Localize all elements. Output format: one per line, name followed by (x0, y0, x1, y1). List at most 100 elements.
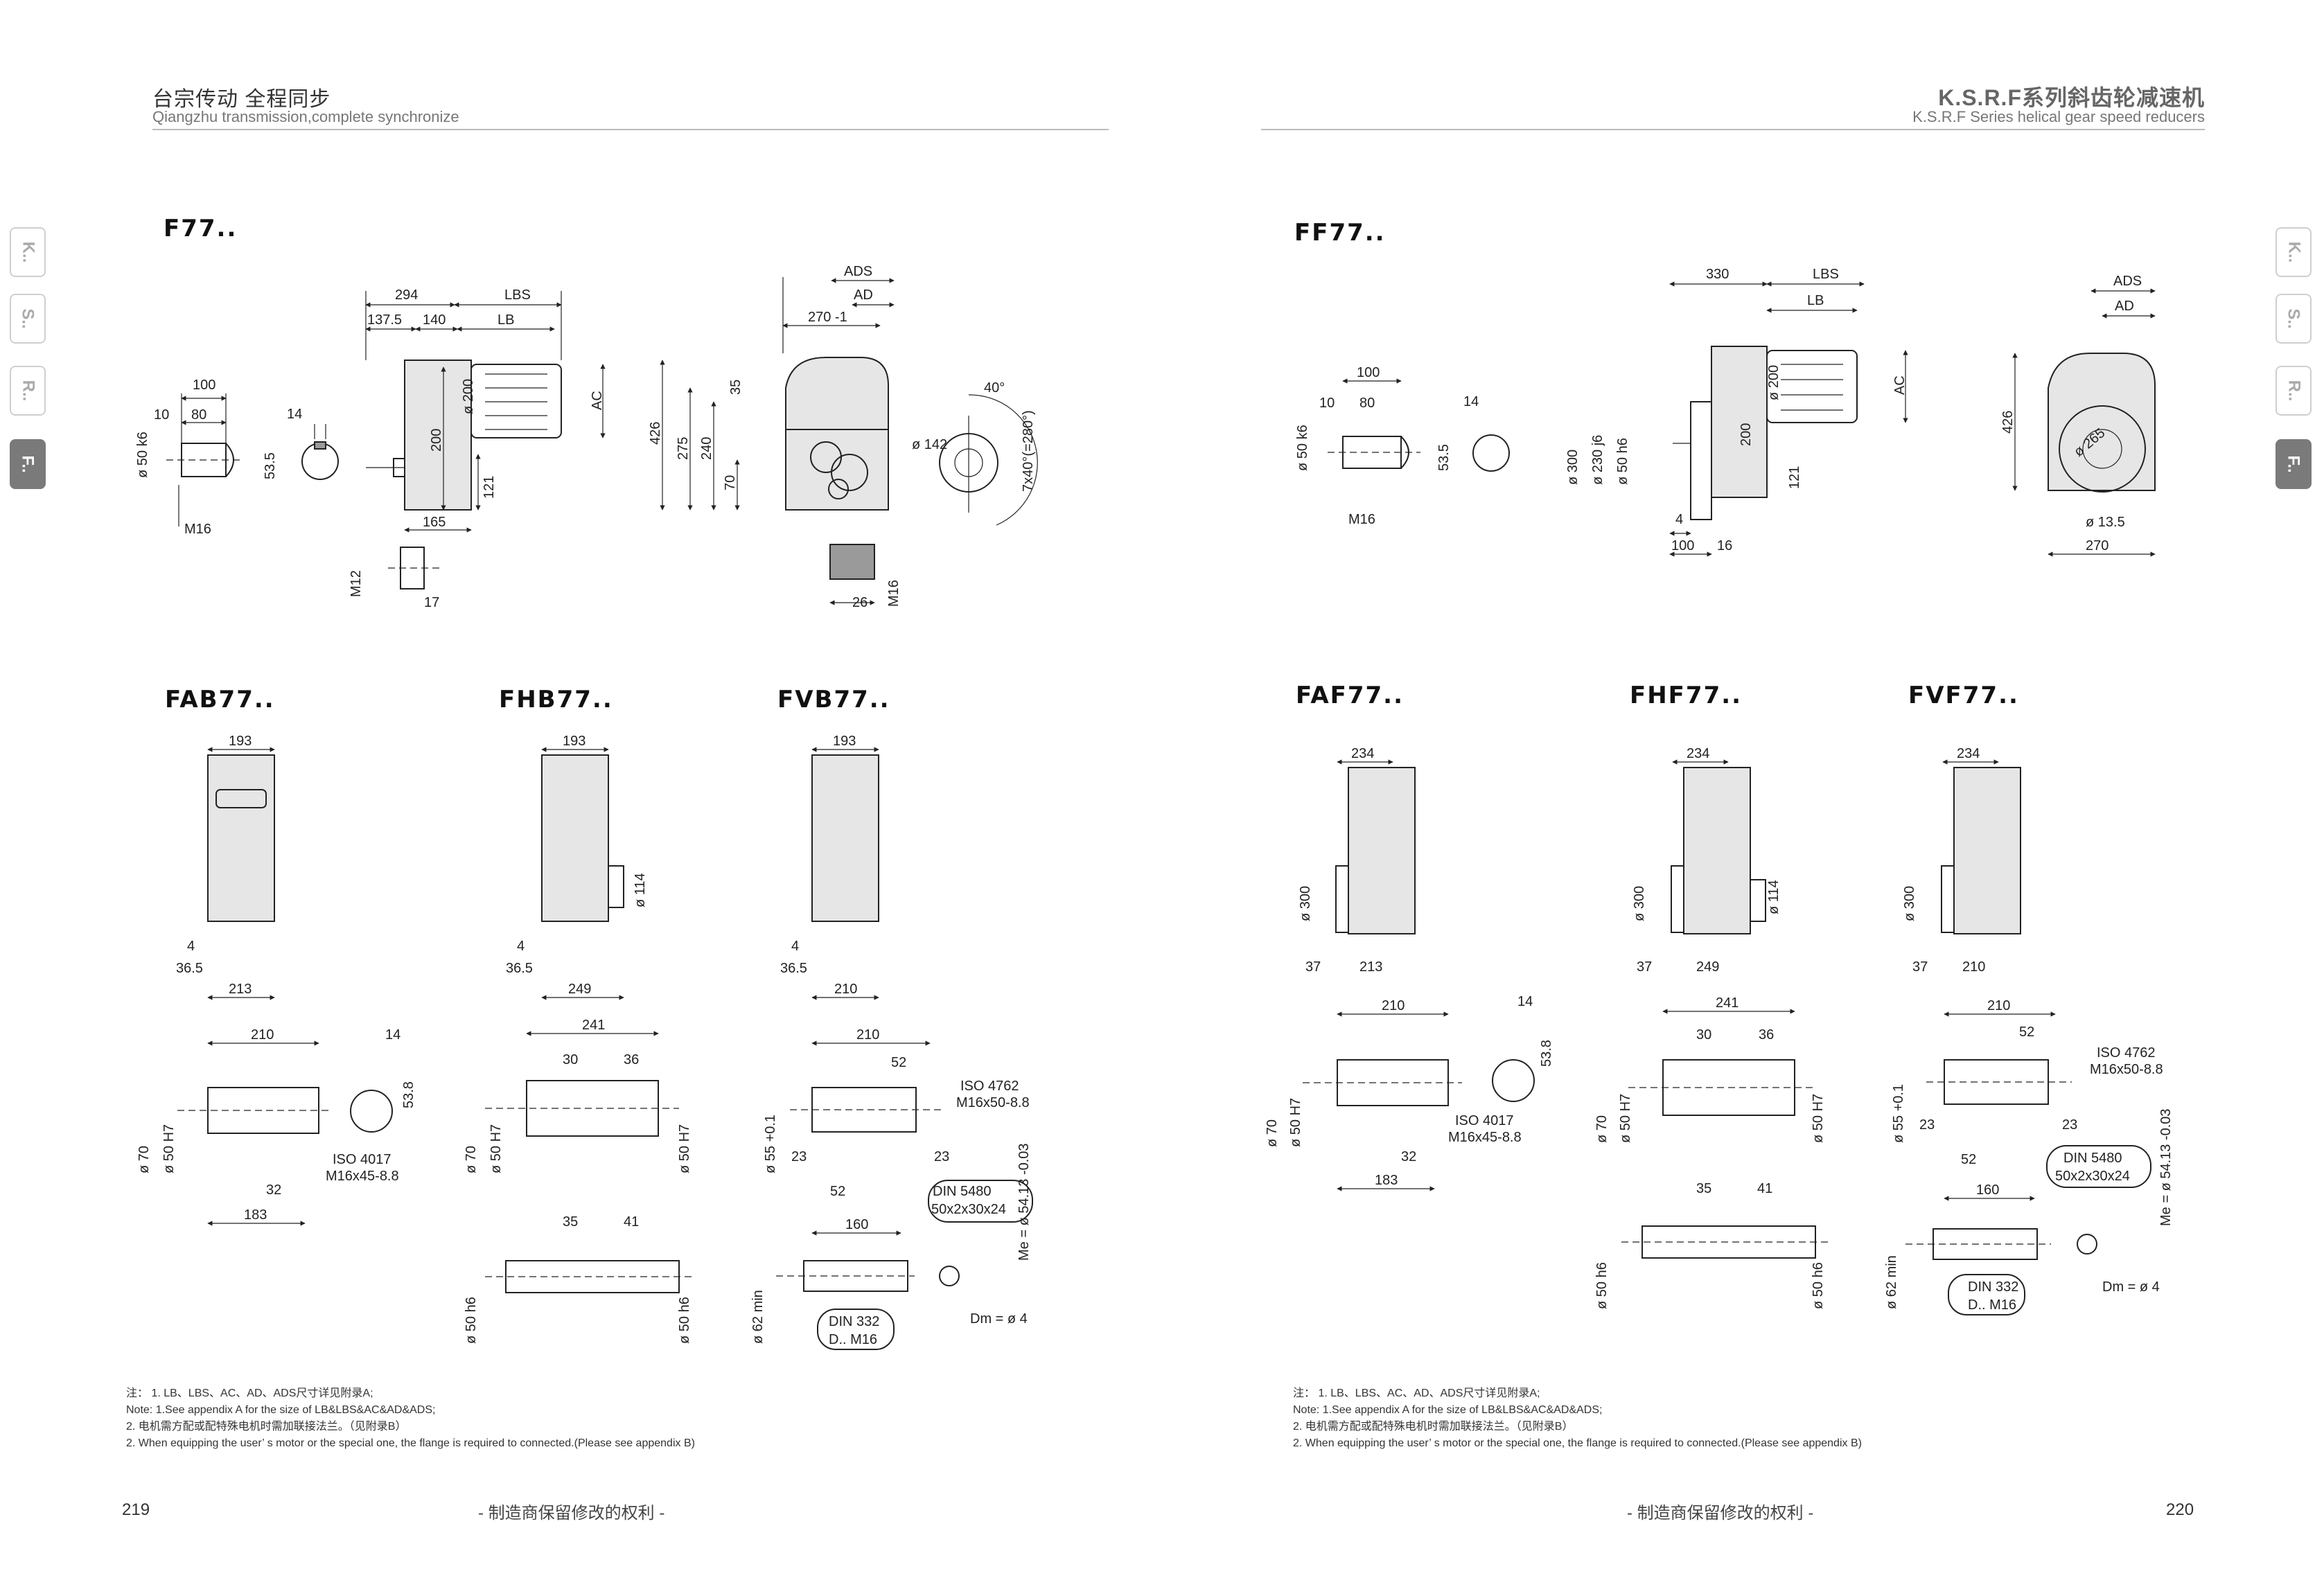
side-tab-r-left[interactable]: R.. (10, 366, 46, 416)
dim-40: 40° (984, 380, 1005, 396)
header-rule-right (1261, 129, 2205, 130)
dim-fvf-dm: Dm = ø 4 (2102, 1279, 2160, 1295)
din5480-label: DIN 5480 (933, 1184, 992, 1199)
dim-faf-14: 14 (1517, 994, 1533, 1009)
dim-fvf-37: 37 (1912, 959, 1928, 975)
dim-240: 240 (699, 437, 714, 460)
side-tab-k-left[interactable]: K.. (10, 227, 46, 277)
dim-330: 330 (1706, 267, 1729, 282)
dim-fab-36-5: 36.5 (176, 961, 203, 976)
din5480-label-fvf: DIN 5480 (2063, 1151, 2122, 1166)
dim-fhb-35: 35 (563, 1214, 578, 1230)
dim-53-5: 53.5 (263, 452, 278, 479)
dim-fhb-50h6b: ø 50 h6 (677, 1297, 692, 1344)
dim-fab-70: ø 70 (137, 1146, 152, 1173)
din5480-size: 50x2x30x24 (931, 1202, 1006, 1217)
side-tab-f-right[interactable]: F.. (2275, 439, 2312, 489)
fvb77-hollow-shaft: 210 52 ISO 4762 M16x50-8.8 ø 55 +0.1 23 … (750, 1027, 1033, 1350)
dim-ff-ad: AD (2115, 299, 2134, 314)
dim-lbs: LBS (504, 287, 531, 303)
dim-ff-121: 121 (1787, 466, 1802, 489)
f77-shaft-detail: 100 10 80 ø 50 k6 M16 14 53.5 (135, 378, 339, 537)
dim-fhb-193: 193 (563, 734, 586, 749)
dim-fhb-30: 30 (563, 1052, 578, 1067)
fab77-hollow-shaft: 210 14 53.8 ø 70 ø 50 H7 32 183 ISO 4017… (137, 1027, 416, 1226)
dim-fhb-36: 36 (624, 1052, 639, 1067)
f77-flange-view: ø 142 40° 7x40°(=280°) (912, 380, 1038, 526)
dim-ff-100: 100 (1357, 365, 1380, 380)
note-line-2: Note: 1.See appendix A for the size of L… (126, 1404, 436, 1416)
dim-ff-270: 270 (2086, 538, 2109, 553)
dim-100: 100 (193, 378, 215, 393)
dim-fab-213: 213 (229, 982, 252, 997)
dim-ff-ads: ADS (2113, 274, 2142, 289)
note-line-1-right: 注： 1. LB、LBS、AC、AD、ADS尺寸详见附录A; (1293, 1387, 1540, 1399)
f77-key-details: M12 17 26 M16 (349, 544, 901, 610)
ff77-front-view: ADS AD 426 ø 265 ø 13.5 270 (2000, 274, 2156, 557)
dim-faf-50H7: ø 50 H7 (1288, 1098, 1303, 1147)
dim-fvf-52: 52 (2019, 1025, 2034, 1040)
dim-ff-200phi: ø 200 (1766, 365, 1781, 400)
side-tab-s-right[interactable]: S.. (2275, 294, 2312, 344)
note-line-4: 2. When equipping the user’ s motor or t… (126, 1437, 695, 1449)
dim-fhf-35: 35 (1696, 1181, 1711, 1196)
din332-size: D.. M16 (829, 1332, 877, 1347)
dim-ff-100b: 100 (1671, 538, 1694, 553)
dim-17: 17 (424, 595, 439, 610)
fvf77-hollow-shaft: 210 52 ISO 4762 M16x50-8.8 ø 55 +0.1 23 … (1884, 998, 2174, 1315)
dim-fvb-36-5: 36.5 (780, 961, 807, 976)
note-line-2-right: Note: 1.See appendix A for the size of L… (1293, 1404, 1603, 1416)
fab77-unit: 193 4 36.5 213 (176, 734, 275, 1000)
dim-m12: M12 (349, 570, 364, 597)
note-line-3: 2. 电机需方配或配特殊电机时需加联接法兰。（见附录B） (126, 1421, 407, 1433)
dim-ff-230: ø 230 j6 (1590, 435, 1605, 485)
side-tab-k-right[interactable]: K.. (2275, 227, 2312, 277)
dim-ads: ADS (844, 264, 872, 279)
iso4017-size: M16x45-8.8 (326, 1169, 399, 1184)
dim-fhb-50H7b: ø 50 H7 (677, 1124, 692, 1173)
dim-fhf-300: ø 300 (1632, 886, 1647, 921)
footer-rights-right: - 制造商保留修改的权利 - (1627, 1504, 1814, 1523)
dim-fhb-241: 241 (582, 1018, 605, 1033)
dim-faf-300: ø 300 (1298, 886, 1313, 921)
dim-fvb-me: Me = ø 54.13 -0.03 (1016, 1143, 1032, 1261)
iso4017-label: ISO 4017 (333, 1152, 391, 1167)
note-line-3-right: 2. 电机需方配或配特殊电机时需加联接法兰。（见附录B） (1293, 1421, 1574, 1433)
page-number-left: 219 (122, 1500, 150, 1519)
fvf77-unit: 234 ø 300 37 210 (1902, 746, 2021, 975)
dim-fhb-50H7: ø 50 H7 (488, 1124, 504, 1173)
dim-fhf-70: ø 70 (1594, 1115, 1610, 1143)
dim-ff-ac: AC (1892, 375, 1908, 395)
dim-200phi: ø 200 (461, 379, 476, 414)
dim-fhb-36-5: 36.5 (506, 961, 533, 976)
dim-142: ø 142 (912, 437, 947, 452)
dim-faf-210: 210 (1382, 998, 1405, 1013)
dim-fhf-114: ø 114 (1766, 880, 1781, 914)
dim-fvb-52: 52 (891, 1055, 906, 1070)
dim-fhb-50h6: ø 50 h6 (464, 1297, 479, 1344)
side-tab-r-right[interactable]: R.. (2275, 366, 2312, 416)
dim-ff-53-5: 53.5 (1436, 444, 1452, 471)
dim-165: 165 (423, 515, 446, 530)
dim-ad: AD (854, 287, 873, 303)
dim-200: 200 (429, 429, 444, 452)
dim-14: 14 (287, 407, 302, 422)
side-tab-f-left[interactable]: F.. (10, 439, 46, 489)
dim-fhf-234: 234 (1687, 746, 1709, 761)
dim-ff-lbs: LBS (1813, 267, 1839, 282)
dim-ff-14: 14 (1463, 394, 1479, 409)
fhf77-unit: 234 ø 300 ø 114 37 249 (1632, 746, 1781, 975)
dim-fvb-210: 210 (834, 982, 857, 997)
note-line-1: 注： 1. LB、LBS、AC、AD、ADS尺寸详见附录A; (126, 1387, 373, 1399)
dim-fhb-70: ø 70 (464, 1146, 479, 1173)
side-tab-s-left[interactable]: S.. (10, 294, 46, 344)
dim-fab-53-8: 53.8 (401, 1081, 416, 1108)
dim-ff-10: 10 (1319, 396, 1335, 411)
model-title-fvf77: FVF77.. (1908, 682, 2019, 709)
dim-fvf-300: ø 300 (1902, 886, 1917, 921)
dim-fab-50H7: ø 50 H7 (161, 1124, 177, 1173)
f77-front-view: 270 -1 ADS AD 426 275 240 70 35 (648, 264, 895, 511)
dim-m16: M16 (184, 522, 211, 537)
dim-ff-4: 4 (1675, 512, 1683, 527)
dim-ff-50h6: ø 50 h6 (1615, 438, 1630, 485)
